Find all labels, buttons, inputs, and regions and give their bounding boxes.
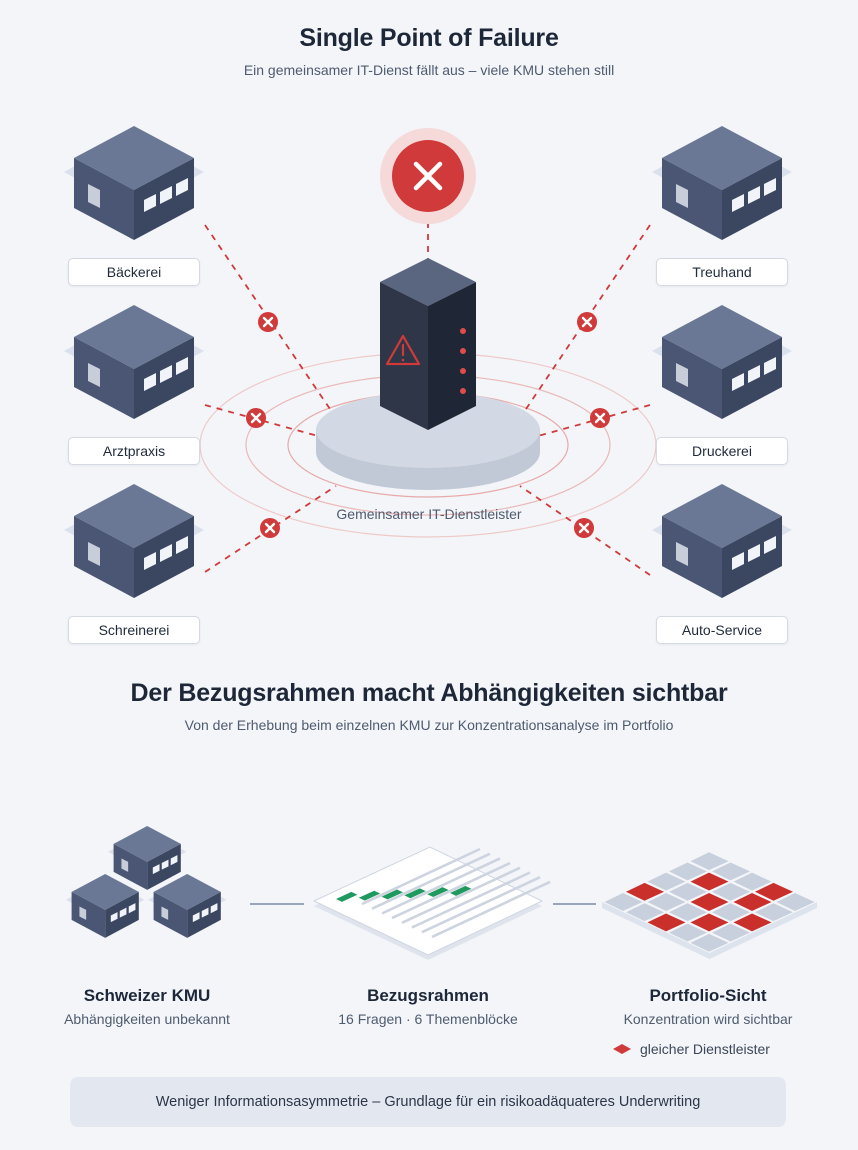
legend: gleicher Dienstleister	[612, 1040, 770, 1058]
portfolio-cell	[690, 933, 729, 952]
portfolio-cell-highlighted	[690, 913, 729, 932]
portfolio-cell-highlighted	[733, 913, 772, 932]
question-check-icon	[381, 889, 403, 900]
portfolio-cell	[712, 903, 750, 922]
company-label-druckerei: Druckerei	[656, 437, 788, 465]
portfolio-cell	[690, 852, 729, 871]
stage-title-framework: Bezugsrahmen	[367, 986, 489, 1005]
question-check-icon	[427, 887, 449, 898]
framework-sheet-icon	[312, 846, 551, 960]
stage-title-portfolio: Portfolio-Sicht	[649, 986, 767, 1005]
portfolio-cell-highlighted	[626, 882, 664, 901]
company-label-arztpraxis: Arztpraxis	[68, 437, 200, 465]
portfolio-cell	[755, 903, 793, 922]
portfolio-cell	[712, 923, 750, 942]
portfolio-cell-highlighted	[690, 893, 729, 911]
portfolio-cell	[626, 903, 664, 922]
portfolio-cell-highlighted	[733, 893, 772, 911]
portfolio-cell-highlighted	[647, 913, 686, 932]
question-line	[381, 857, 501, 915]
question-line	[411, 871, 531, 929]
hub-label: Gemeinsamer IT-Dienstleister	[336, 506, 522, 522]
section2-subtitle: Von der Erhebung beim einzelnen KMU zur …	[184, 717, 674, 733]
question-check-icon	[404, 888, 426, 899]
question-line	[361, 847, 481, 906]
stage-subtitle-portfolio: Konzentration wird sichtbar	[623, 1011, 793, 1027]
portfolio-cell	[604, 893, 643, 911]
question-check-icon	[450, 885, 472, 896]
section2-title: Der Bezugsrahmen macht Abhängigkeiten si…	[130, 679, 728, 707]
kmu-cluster-icon	[66, 826, 227, 938]
question-line	[371, 852, 491, 910]
company-label-treuhand: Treuhand	[656, 258, 788, 286]
failure-icon	[380, 128, 476, 224]
portfolio-cell	[712, 862, 750, 881]
portfolio-cell	[733, 872, 772, 891]
portfolio-cell	[669, 903, 707, 922]
section1-title: Single Point of Failure	[299, 24, 559, 52]
stage-title-kmu: Schweizer KMU	[83, 986, 211, 1005]
summary-banner: Weniger Informationsasymmetrie – Grundla…	[70, 1077, 786, 1127]
server-icon	[380, 258, 476, 430]
question-line	[421, 876, 541, 934]
question-line	[431, 880, 551, 939]
company-label-baeckerei: Bäckerei	[68, 258, 200, 286]
legend-swatch-icon	[613, 1044, 631, 1054]
question-check-icon	[336, 891, 358, 902]
section1-subtitle: Ein gemeinsamer IT-Dienst fällt aus – vi…	[243, 62, 615, 78]
portfolio-cell	[669, 923, 707, 942]
question-line	[391, 861, 511, 920]
portfolio-cell-highlighted	[755, 882, 793, 901]
portfolio-cell	[712, 882, 750, 901]
portfolio-cell	[647, 872, 686, 891]
portfolio-cell	[669, 882, 707, 901]
portfolio-cell-highlighted	[690, 872, 729, 891]
company-label-schreinerei: Schreinerei	[68, 616, 200, 644]
portfolio-cell	[776, 893, 815, 911]
portfolio-cell	[647, 893, 686, 911]
legend-label: gleicher Dienstleister	[640, 1041, 770, 1057]
stage-subtitle-framework: 16 Fragen · 6 Themenblöcke	[338, 1011, 518, 1027]
question-line	[401, 866, 521, 924]
company-label-auto-service: Auto-Service	[656, 616, 788, 644]
question-check-icon	[358, 890, 381, 901]
portfolio-cell	[669, 862, 707, 881]
portfolio-grid-icon	[602, 852, 817, 959]
stage-subtitle-kmu: Abhängigkeiten unbekannt	[64, 1011, 230, 1027]
